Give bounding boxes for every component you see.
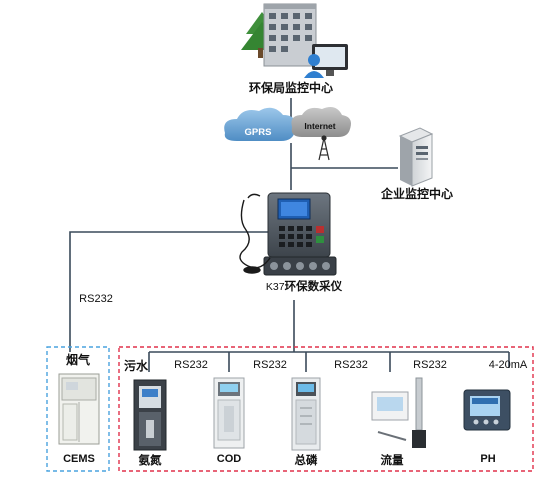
waste-water-group-title: 污水 (124, 358, 149, 373)
cems-label: CEMS (63, 453, 95, 465)
enterprise-center-label: 企业监控中心 (380, 186, 453, 201)
epb-center-label: 环保局监控中心 (249, 80, 333, 95)
ph-meter-icon (463, 389, 511, 431)
logger-model-label: K37 (266, 281, 285, 293)
rs232-label-3: RS232 (334, 359, 368, 371)
phosphorus-label: 总磷 (295, 453, 318, 467)
ammonia-label: 氨氮 (139, 453, 162, 467)
operator-computer-icon (304, 44, 348, 78)
cod-analyzer-icon (213, 377, 245, 449)
logger-label: K37环保数采仪 (266, 279, 343, 293)
cod-label: COD (217, 453, 242, 465)
phosphorus-analyzer-icon (291, 377, 321, 451)
link-logger-to-flue (69, 231, 270, 352)
gprs-antenna-cable-icon (239, 193, 271, 274)
gprs-label: GPRS (245, 127, 272, 138)
ph-label: PH (480, 453, 495, 465)
flue-gas-group-title: 烟气 (66, 352, 90, 367)
rs232-label-4: RS232 (413, 359, 447, 371)
epb-building-icon (241, 3, 317, 67)
flow-meter-icon (371, 377, 426, 448)
analog-label: 4-20mA (489, 359, 528, 371)
flow-label: 流量 (381, 453, 404, 467)
rs232-label-2: RS232 (253, 359, 287, 371)
internet-cloud: Internet (291, 107, 351, 137)
cems-cabinet-icon (58, 373, 100, 445)
gprs-cloud: GPRS (224, 107, 296, 141)
rs232-label-1: RS232 (174, 359, 208, 371)
flue-gas-group-box (46, 346, 110, 472)
enterprise-server-icon (398, 127, 434, 187)
antenna-tower-icon (318, 135, 330, 161)
waste-water-group-box (118, 346, 534, 472)
flue-link-label: RS232 (79, 293, 113, 305)
logger-name-label: 环保数采仪 (285, 279, 343, 293)
ammonia-analyzer-icon (133, 379, 167, 451)
connection-lines (69, 98, 510, 372)
k37-logger-device (263, 192, 337, 276)
internet-label: Internet (304, 121, 335, 131)
